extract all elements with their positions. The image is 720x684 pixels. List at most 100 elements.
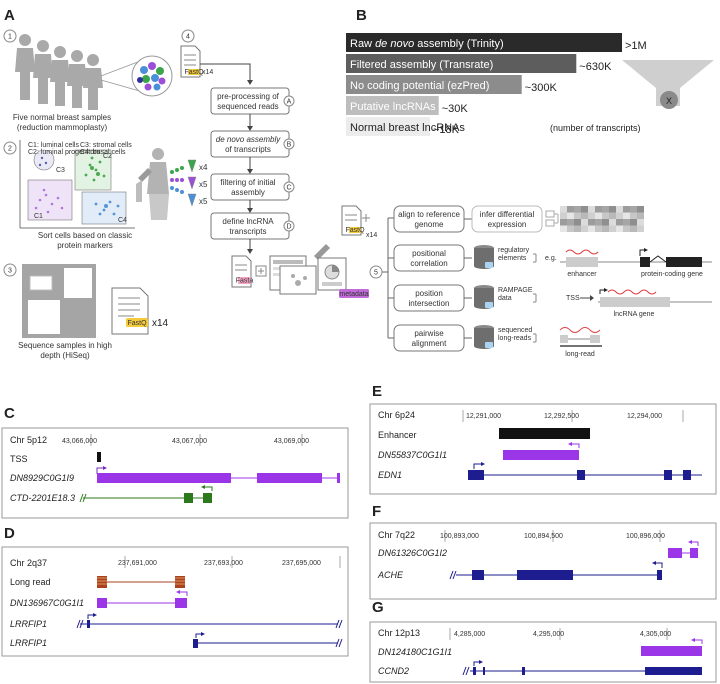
- analysis-2-track-enhancer: enhancer: [567, 271, 597, 278]
- facs-gate-c3: C3: stromal cells: [80, 142, 132, 149]
- panel-label-d: D: [4, 525, 15, 542]
- heatmap-cell: [574, 206, 581, 213]
- facs-cluster-c1: C1: [34, 213, 43, 220]
- flow-step-2-tag: B: [287, 142, 292, 149]
- step-5-number: 5: [374, 270, 378, 277]
- heatmap-cell: [623, 225, 630, 232]
- metadata-tag: metadata: [339, 289, 369, 298]
- sort-caption-2: protein markers: [57, 241, 113, 250]
- heatmap-cell: [595, 212, 602, 219]
- tube-count-3: x5: [199, 197, 208, 206]
- heatmap-cell: [637, 206, 644, 213]
- funnel-bar-label-5: Normal breast lncRNAs: [350, 122, 465, 134]
- transcript-funnel-bars: Raw de novo assembly (Trinity)>1MFiltere…: [346, 33, 647, 136]
- analysis-2-db-line1: regulatory: [498, 247, 530, 254]
- step-4-marker: 4: [181, 29, 195, 43]
- cell-mixture-icon: [131, 55, 173, 97]
- heatmap-cell: [630, 219, 637, 226]
- panel-d-tick-3: 237,695,000: [282, 560, 321, 567]
- funnel-bar-label-4: Putative lncRNAs (FEELnc): [350, 101, 485, 113]
- analysis-4-left-line1: pairwise: [414, 329, 444, 338]
- heatmap-cell: [574, 225, 581, 232]
- heatmap-cell: [567, 219, 574, 226]
- step-2-marker: 2: [3, 141, 17, 155]
- flow-step-assembly: de novo assembly of transcripts B: [210, 130, 295, 158]
- sort-caption-1: Sort cells based on classic: [38, 231, 132, 240]
- track-panel-d: Chr 2q37 237,691,000 237,693,000 237,695…: [1, 546, 349, 657]
- step-5-marker: 5: [369, 265, 383, 279]
- panel-f-row-gene: ACHE: [377, 570, 404, 580]
- heatmap-icon: [545, 206, 644, 232]
- funnel-bar-value-4: ~30K: [442, 103, 469, 115]
- flow-step-4-line1: define lncRNA: [222, 217, 274, 226]
- track-panel-c: Chr 5p12 43,066,000 43,067,000 43,069,00…: [1, 427, 349, 519]
- step-1-number: 1: [8, 34, 12, 41]
- plus-icon: [255, 265, 267, 277]
- facs-cluster-c2: C2: [103, 153, 112, 160]
- sequencer-icon: [22, 264, 96, 338]
- heatmap-cell: [616, 212, 623, 219]
- flow-step-1-tag: A: [287, 99, 292, 106]
- heatmap-cell: [581, 219, 588, 226]
- flow-step-4-tag: D: [286, 224, 291, 231]
- funnel-bar-value-5: ~18K: [433, 124, 460, 136]
- analysis-row-position-intersection: position intersection RAMPAGE data TSS l…: [393, 284, 712, 318]
- heatmap-cell: [630, 225, 637, 232]
- analysis-2-eg: e.g.: [545, 255, 557, 262]
- panel-f-row-lncrna: DN61326C0G1I2: [378, 548, 447, 558]
- panel-e-row-enhancer: Enhancer: [378, 430, 417, 440]
- panel-d-tick-2: 237,693,000: [204, 560, 243, 567]
- panel-g-chr: Chr 12p13: [378, 628, 420, 638]
- heatmap-cell: [595, 219, 602, 226]
- panel-e-tick-1: 12,291,000: [466, 413, 501, 420]
- panel-e-chr: Chr 6p24: [378, 410, 415, 420]
- heatmap-cell: [623, 219, 630, 226]
- sequence-caption-1: Sequence samples in high: [18, 341, 112, 350]
- heatmap-cell: [609, 206, 616, 213]
- heatmap-cell: [560, 219, 567, 226]
- panel-e-tick-3: 12,294,000: [627, 413, 662, 420]
- heatmap-cell: [602, 212, 609, 219]
- funnel-bar-label-pre: Raw: [350, 38, 375, 50]
- flow-step-preprocessing: pre-processing of sequenced reads A: [210, 87, 295, 115]
- samples-caption-1: Five normal breast samples: [13, 113, 111, 122]
- facs-cluster-c3: C3: [56, 167, 65, 174]
- funnel-bar-1: [346, 33, 622, 52]
- funnel-bar-3: [346, 75, 522, 94]
- funnel-bar-label-pre: Filtered assembly (Transrate): [350, 59, 493, 71]
- funnel-bar-label-post: assembly (Trinity): [414, 38, 503, 50]
- panel-c-row-gene: CTD-2201E18.3: [10, 493, 75, 503]
- analysis-3-left-line2: intersection: [409, 299, 450, 308]
- heatmap-cell: [595, 206, 602, 213]
- panel-d-row-gene-1: LRRFIP1: [10, 619, 47, 629]
- funnel-bar-label-em: de novo: [375, 38, 414, 50]
- analysis-3-db-line2: data: [498, 295, 512, 302]
- step-1-marker: 1: [3, 29, 17, 43]
- tube-count-2: x5: [199, 180, 208, 189]
- analysis-4-track: long-read: [565, 351, 595, 358]
- heatmap-cell: [602, 219, 609, 226]
- panel-d-row-longread: Long read: [10, 577, 51, 587]
- heatmap-cell: [588, 219, 595, 226]
- flow-step-2-line2: of transcripts: [225, 145, 271, 154]
- funnel-bar-2: [346, 54, 577, 73]
- panel-d-row-lncrna: DN136967C0G1I1: [10, 598, 84, 608]
- unit-label: (number of transcripts): [550, 123, 641, 133]
- database-icon: [474, 285, 494, 309]
- analysis-2-left-line2: correlation: [410, 259, 447, 268]
- pencil-icon: [314, 244, 330, 260]
- sorted-tubes-icon: x4 x5 x5: [170, 159, 208, 207]
- sequence-caption-2: depth (HiSeq): [40, 351, 90, 360]
- fastq-analysis-count: x14: [366, 232, 377, 239]
- panel-g-tick-3: 4,305,000: [640, 631, 671, 638]
- flow-step-3-line2: assembly: [231, 188, 265, 197]
- panel-label-g: G: [372, 599, 384, 616]
- panel-c-chr: Chr 5p12: [10, 435, 47, 445]
- funnel-bar-value-2: ~630K: [579, 61, 612, 73]
- flow-step-1-line2: sequenced reads: [217, 102, 278, 111]
- panel-g-row-gene: CCND2: [378, 666, 409, 676]
- heatmap-cell: [637, 219, 644, 226]
- heatmap-cell: [560, 212, 567, 219]
